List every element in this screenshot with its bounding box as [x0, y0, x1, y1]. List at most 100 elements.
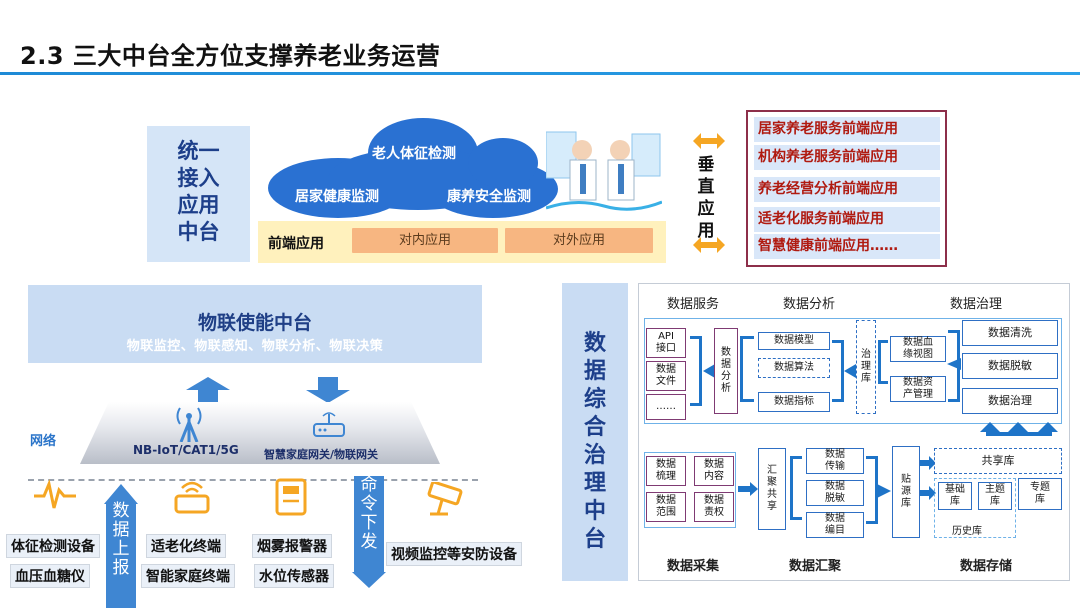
bottom-head-gather: 数据汇聚: [789, 559, 842, 574]
external-app-button[interactable]: 对外应用: [505, 228, 653, 253]
gateway-home-label: 智慧家庭网关/物联网关: [264, 448, 379, 461]
more-services-box: ……: [646, 394, 686, 420]
iot-subtitle: 物联监控、物联感知、物联分析、物联决策: [126, 339, 384, 354]
unified-access-panel: [147, 126, 250, 262]
data-model-box[interactable]: 数据模型: [758, 332, 830, 350]
lineage-view-box[interactable]: 数据血 缘视图: [890, 336, 946, 362]
dg-char: 中: [583, 499, 606, 524]
front-end-label: 前端应用: [268, 236, 324, 252]
smoke-alarm-icon: [275, 478, 307, 516]
iot-title: 物联使能中台: [197, 312, 312, 334]
title-divider: [0, 72, 1080, 75]
ua-line: 接入: [177, 166, 220, 190]
data-governance-box[interactable]: 数据治理: [962, 388, 1058, 414]
arrow-char: 命: [360, 475, 378, 495]
data-desensitize-box[interactable]: 数据 脱敏: [806, 480, 864, 506]
dg-char: 合: [583, 415, 606, 440]
vertical-char: 应: [697, 199, 715, 219]
data-metric-box[interactable]: 数据指标: [758, 392, 830, 412]
history-frame: [934, 478, 1016, 538]
arrow-char: 上: [112, 539, 130, 559]
cloud-graphic: [268, 118, 558, 218]
arrow-left-icon: [947, 358, 961, 370]
arrow-char: 据: [112, 520, 130, 540]
data-catalog-box[interactable]: 数据 编目: [806, 512, 864, 538]
antenna-icon: [176, 407, 202, 442]
command-down-arrow: 命 令 下 发: [352, 476, 386, 588]
cloud-label-home: 居家健康监测: [295, 189, 379, 205]
source-lib-center: 贴 源 库: [892, 446, 920, 538]
data-governance-label: 数 据 综 合 治 理 中 台: [562, 330, 628, 554]
col-head-governance: 数据治理: [950, 297, 1003, 312]
data-masking-box[interactable]: 数据脱敏: [962, 353, 1058, 379]
device-video-surveillance[interactable]: 视频监控等安防设备: [386, 542, 522, 566]
arrow-char: 发: [360, 532, 378, 552]
device-water-sensor[interactable]: 水位传感器: [254, 564, 334, 588]
col-head-service: 数据服务: [667, 297, 720, 312]
analysis-bracket: [740, 336, 754, 402]
topic-lib-box[interactable]: 主题 库: [978, 482, 1012, 510]
network-label: 网络: [30, 434, 57, 449]
data-sorting-box[interactable]: 数据 梳理: [646, 456, 686, 486]
device-smoke-alarm[interactable]: 烟雾报警器: [252, 534, 332, 558]
gov-bracket: [878, 340, 888, 384]
device-aging-terminal[interactable]: 适老化终端: [146, 534, 226, 558]
app-home-care[interactable]: 居家养老服务前端应用: [754, 117, 940, 142]
internal-app-button[interactable]: 对内应用: [352, 228, 498, 253]
unified-access-label: 统一 接入 应用 中台: [147, 138, 250, 246]
arrow-right-icon: [877, 484, 891, 498]
device-smart-home-terminal[interactable]: 智能家庭终端: [141, 564, 235, 588]
gateway-network-label: NB-IoT/CAT1/5G: [133, 443, 239, 457]
dg-char: 台: [583, 527, 606, 552]
dg-char: 据: [583, 359, 606, 384]
data-upload-arrow: 数 据 上 报: [104, 484, 138, 608]
shared-lib-box[interactable]: 共享库: [934, 448, 1062, 474]
double-arrow-icon: [693, 133, 725, 149]
upper-section-frame: [644, 318, 1062, 424]
vertical-char: 垂: [697, 155, 715, 175]
base-lib-box[interactable]: 基础 库: [938, 482, 972, 510]
ua-line: 应用: [177, 193, 220, 217]
vertical-char: 直: [697, 177, 715, 197]
special-lib-box[interactable]: 专题 库: [1018, 478, 1062, 510]
data-analysis-center: 数 据 分 析: [714, 328, 738, 414]
asset-management-box[interactable]: 数据资 产管理: [890, 376, 946, 402]
data-rights-box[interactable]: 数据 责权: [694, 492, 734, 522]
app-smart-health[interactable]: 智慧健康前端应用……: [754, 234, 940, 259]
cloud-label-vital: 老人体征检测: [372, 146, 456, 162]
arrow-char: 令: [360, 494, 378, 514]
data-algorithm-box[interactable]: 数据算法: [758, 358, 830, 378]
device-bp-glucose-meter[interactable]: 血压血糖仪: [10, 564, 90, 588]
app-business-analysis[interactable]: 养老经营分析前端应用: [754, 177, 940, 202]
api-box[interactable]: API 接口: [646, 328, 686, 358]
governance-lib-center: 治 理 库: [856, 320, 876, 414]
arrow-char: 报: [112, 558, 130, 578]
history-lib-label: 历史库: [952, 526, 982, 537]
arrow-char: 下: [360, 513, 378, 533]
data-content-box[interactable]: 数据 内容: [694, 456, 734, 486]
arrow-right-icon: [738, 482, 758, 496]
data-transfer-box[interactable]: 数据 传输: [806, 448, 864, 474]
data-file-box[interactable]: 数据 文件: [646, 361, 686, 391]
gather-share-center: 汇 聚 共 享: [758, 448, 786, 530]
data-cleaning-box[interactable]: 数据清洗: [962, 320, 1058, 346]
upward-arrows-icon: [980, 422, 1058, 436]
device-vital-detector[interactable]: 体征检测设备: [6, 534, 100, 558]
bottom-head-storage: 数据存储: [960, 559, 1013, 574]
col-head-analysis: 数据分析: [783, 297, 836, 312]
upload-arrow-icon: [186, 377, 230, 403]
ua-line: 统一: [177, 139, 220, 163]
app-institution-care[interactable]: 机构养老服务前端应用: [754, 145, 940, 170]
iot-enablement-panel: [28, 285, 482, 363]
dg-char: 理: [583, 471, 606, 496]
data-governance-panel: [562, 283, 628, 581]
data-scope-box[interactable]: 数据 范围: [646, 492, 686, 522]
app-aging-friendly[interactable]: 适老化服务前端应用: [754, 207, 940, 232]
arrow-char: 数: [112, 501, 130, 521]
page-title: 2.3 三大中台全方位支撑养老业务运营: [20, 42, 441, 70]
bottom-head-collect: 数据采集: [667, 559, 720, 574]
divider-dashed: [28, 479, 478, 481]
gather-right-bracket: [866, 456, 878, 524]
arrow-left-icon: [844, 364, 856, 378]
service-bracket: [690, 336, 702, 406]
